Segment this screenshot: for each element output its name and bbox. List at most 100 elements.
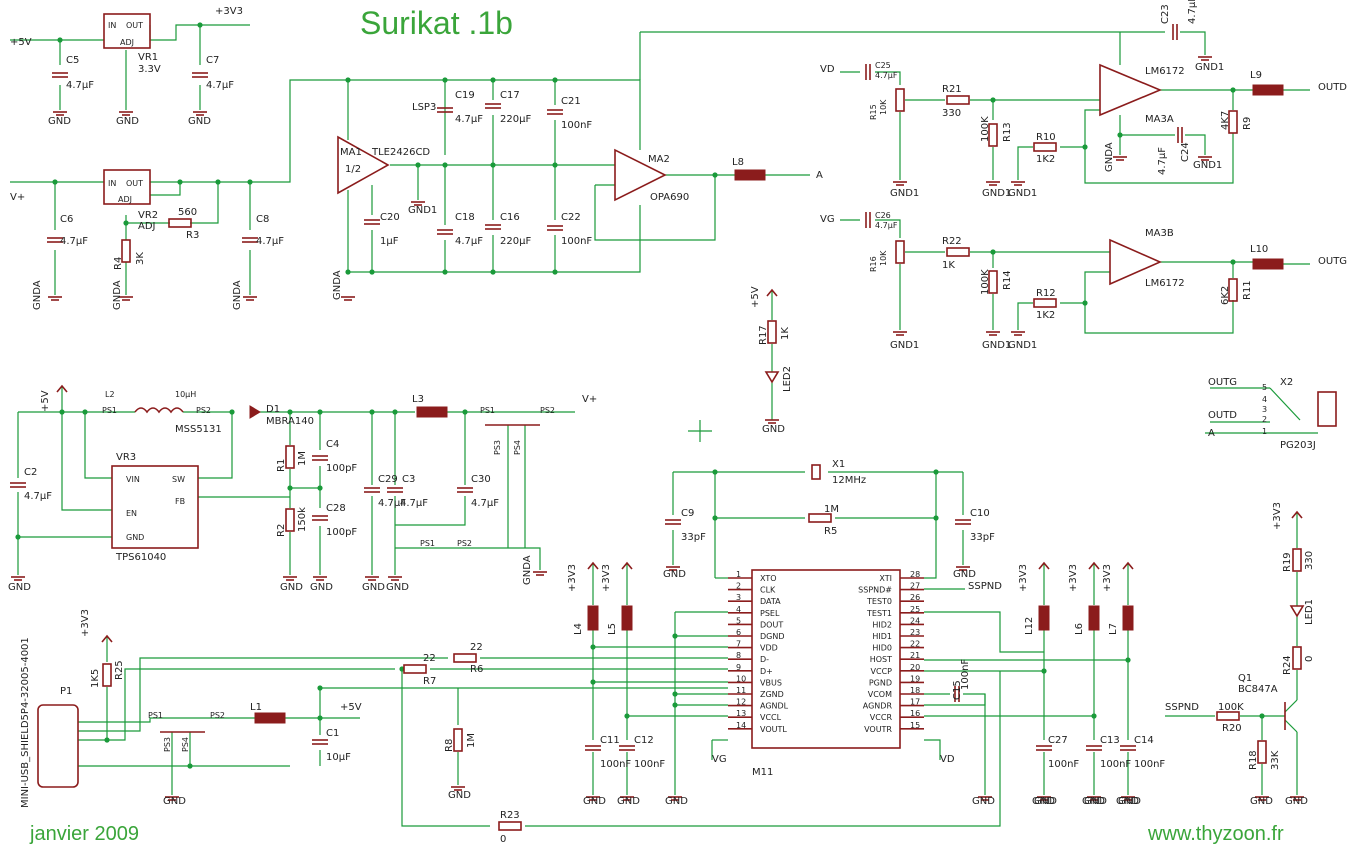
r22-name: R22 <box>942 236 962 247</box>
m11-pin-num: 12 <box>736 698 746 707</box>
components <box>10 13 1337 831</box>
wire <box>347 190 641 273</box>
r21-name: R21 <box>942 84 962 95</box>
m11-pin-label: PGND <box>869 678 892 687</box>
footer-website[interactable]: www.thyzoon.fr <box>1147 823 1284 845</box>
r23-value: 0 <box>500 834 506 845</box>
m11-pin-num: 10 <box>736 674 746 683</box>
ma1-buffer <box>337 135 390 195</box>
c14-value: 100nF <box>1134 759 1165 770</box>
m11-pin-label: XTI <box>879 574 892 583</box>
r12-resistor <box>1033 298 1057 308</box>
gnd-c13: GND <box>1082 796 1105 807</box>
wire <box>190 182 219 224</box>
jack-outd: OUTD <box>1208 410 1237 421</box>
r10-resistor <box>1033 142 1057 152</box>
r13-value: 100K <box>980 116 991 142</box>
gnd-c27: GND <box>1032 796 1055 807</box>
r7-name: R7 <box>423 676 436 687</box>
schematic-title: Surikat .1b <box>360 5 513 41</box>
c8-name: C8 <box>256 214 269 225</box>
m11-pin-label: VCCR <box>870 713 893 722</box>
r6-name: R6 <box>470 664 483 675</box>
wire <box>395 547 541 570</box>
junction-dot <box>59 409 65 415</box>
r14-value: 100K <box>980 269 991 295</box>
m11-pin-label: D- <box>760 655 769 664</box>
wire <box>150 79 641 183</box>
r8-name: R8 <box>444 739 455 752</box>
usb-ps2: PS2 <box>210 711 225 720</box>
r16-pot <box>895 240 905 264</box>
r17-resistor <box>767 320 777 344</box>
junction-dot <box>369 269 375 275</box>
c26-value: 4.7µF <box>875 221 898 230</box>
r19-resistor <box>1292 548 1302 572</box>
wire <box>78 668 395 741</box>
c4-name: C4 <box>326 439 339 450</box>
m11-pin-label: HID2 <box>872 620 892 629</box>
l1-name: L1 <box>250 702 262 713</box>
m11-pin-label: VCOM <box>868 690 892 699</box>
vr3-gnd: GND <box>126 533 144 542</box>
m11-pin-label: VDD <box>760 644 778 653</box>
m11-pin-label: D+ <box>760 667 773 676</box>
gnd1-2: GND1 <box>1195 62 1224 73</box>
vr1-value: 3.3V <box>138 64 161 75</box>
l2-value: 10µH <box>175 390 196 399</box>
rail-inductor <box>621 605 633 631</box>
c16-name: C16 <box>500 212 520 223</box>
usb-gnd-r8: GND <box>448 790 471 801</box>
q1-name: Q1 <box>1238 673 1252 684</box>
r18-value: 33K <box>1270 750 1281 770</box>
sspnd-net: SSPND <box>968 581 1002 592</box>
ma1-inside: 1/2 <box>345 164 361 175</box>
r15-pot <box>895 88 905 112</box>
junction-dot <box>1082 300 1088 306</box>
wire <box>1060 271 1110 304</box>
r24-value: 0 <box>1304 656 1315 662</box>
m11-pin-label: AGNDL <box>760 702 789 711</box>
junction-dot <box>247 179 253 185</box>
m11-pin-label: VBUS <box>760 678 782 687</box>
gnd1-9: GND1 <box>1008 340 1037 351</box>
c25-value: 4.7µF <box>875 71 898 80</box>
r13-resistor <box>988 123 998 147</box>
c11-value: 100nF <box>600 759 631 770</box>
r1-resistor <box>285 445 295 469</box>
c13-name: C13 <box>1100 735 1120 746</box>
r18-resistor <box>1257 740 1267 764</box>
c27-value: 100nF <box>1048 759 1079 770</box>
vr2-value: ADJ <box>138 221 156 232</box>
wire <box>1185 134 1206 155</box>
r10-name: R10 <box>1036 132 1056 143</box>
r6-resistor <box>453 653 477 663</box>
r11-value: 6K2 <box>1220 286 1231 305</box>
boost-vplus: V+ <box>582 394 597 405</box>
l8-name: L8 <box>732 157 744 168</box>
vr3-vin: VIN <box>126 475 140 484</box>
ma3b-name: MA3B <box>1145 228 1174 239</box>
gnd1-4: GND1 <box>982 188 1011 199</box>
c18-value: 4.7µF <box>455 236 483 247</box>
c28-name: C28 <box>326 503 346 514</box>
m11-pin-num: 25 <box>910 605 920 614</box>
junction-dot <box>462 409 468 415</box>
junction-dot <box>215 179 221 185</box>
gnda-4: GNDA <box>332 270 343 300</box>
usb-p5v: +5V <box>340 702 362 713</box>
r25-value: 1K5 <box>90 669 101 688</box>
rail-gnd: GND <box>1118 796 1141 807</box>
gnd-c10: GND <box>953 569 976 580</box>
rail-inductor-name: L12 <box>1024 617 1035 635</box>
wire <box>1284 699 1298 713</box>
outg-label: OUTG <box>1318 256 1347 267</box>
boost-ps1c: PS1 <box>420 539 435 548</box>
l3-name: L3 <box>412 394 424 405</box>
rail-inductor <box>1038 605 1050 631</box>
r3-name: R3 <box>186 230 199 241</box>
jack-pin3: 3 <box>1262 405 1267 414</box>
ma3b-value: LM6172 <box>1145 278 1185 289</box>
c2-name: C2 <box>24 467 37 478</box>
c24-value: 4.7µF <box>1157 147 1168 175</box>
